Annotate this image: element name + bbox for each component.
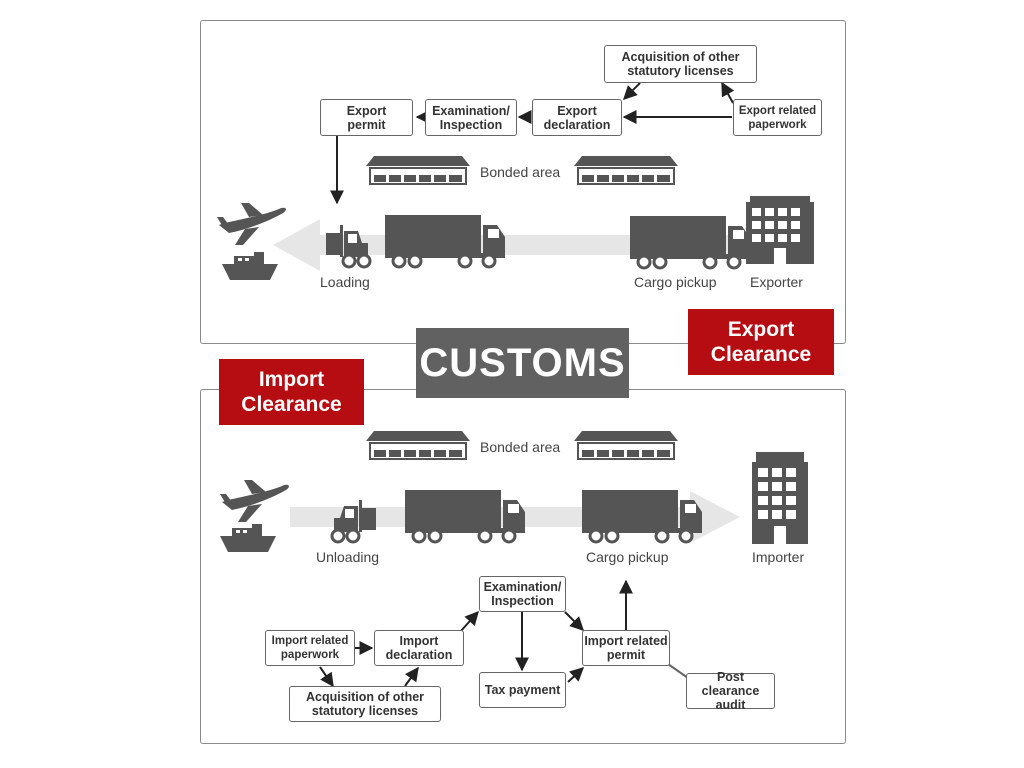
truck-icon [628,214,752,270]
import-permit-box: Import related permit [582,630,670,666]
customs-title: CUSTOMS [416,328,629,398]
import-acquisition-box: Acquisition of other statutory licenses [289,686,441,722]
ship-icon [222,252,278,280]
ship-icon [220,524,276,552]
warehouse-icon [365,155,471,185]
airplane-icon [217,203,286,245]
loading-label: Loading [320,274,370,290]
truck-icon [383,213,507,269]
warehouse-icon [573,155,679,185]
export-bonded-area-label: Bonded area [480,164,561,180]
export-examination-box: Examination/ Inspection [425,99,517,136]
export-connectors [330,81,735,205]
warehouse-icon [365,430,471,460]
export-acquisition-box: Acquisition of other statutory licenses [604,45,757,83]
export-permit-box: Export permit [320,99,413,136]
tax-payment-box: Tax payment [479,672,566,708]
export-paperwork-box: Export related paperwork [733,99,822,136]
truck-icon [580,488,704,544]
import-cargo-pickup-label: Cargo pickup [586,549,669,565]
import-paperwork-box: Import related paperwork [265,630,355,666]
export-cargo-pickup-label: Cargo pickup [634,274,717,290]
unloading-label: Unloading [316,549,380,565]
importer-label: Importer [752,549,805,565]
forklift-icon [324,223,372,269]
import-examination-box: Examination/ Inspection [479,576,566,612]
import-declaration-box: Import declaration [374,630,464,666]
export-clearance-tag: Export Clearance [688,309,834,375]
airplane-icon [220,480,289,522]
export-declaration-box: Export declaration [532,99,622,136]
import-connectors [319,579,689,688]
warehouse-icon [573,430,679,460]
import-bonded-area-label: Bonded area [480,439,561,455]
building-icon [752,452,808,544]
truck-icon [403,488,527,544]
forklift-icon [330,498,378,544]
import-clearance-tag: Import Clearance [219,359,364,425]
building-icon [746,196,814,264]
exporter-label: Exporter [750,274,803,290]
post-clearance-audit-box: Post clearance audit [686,670,775,712]
